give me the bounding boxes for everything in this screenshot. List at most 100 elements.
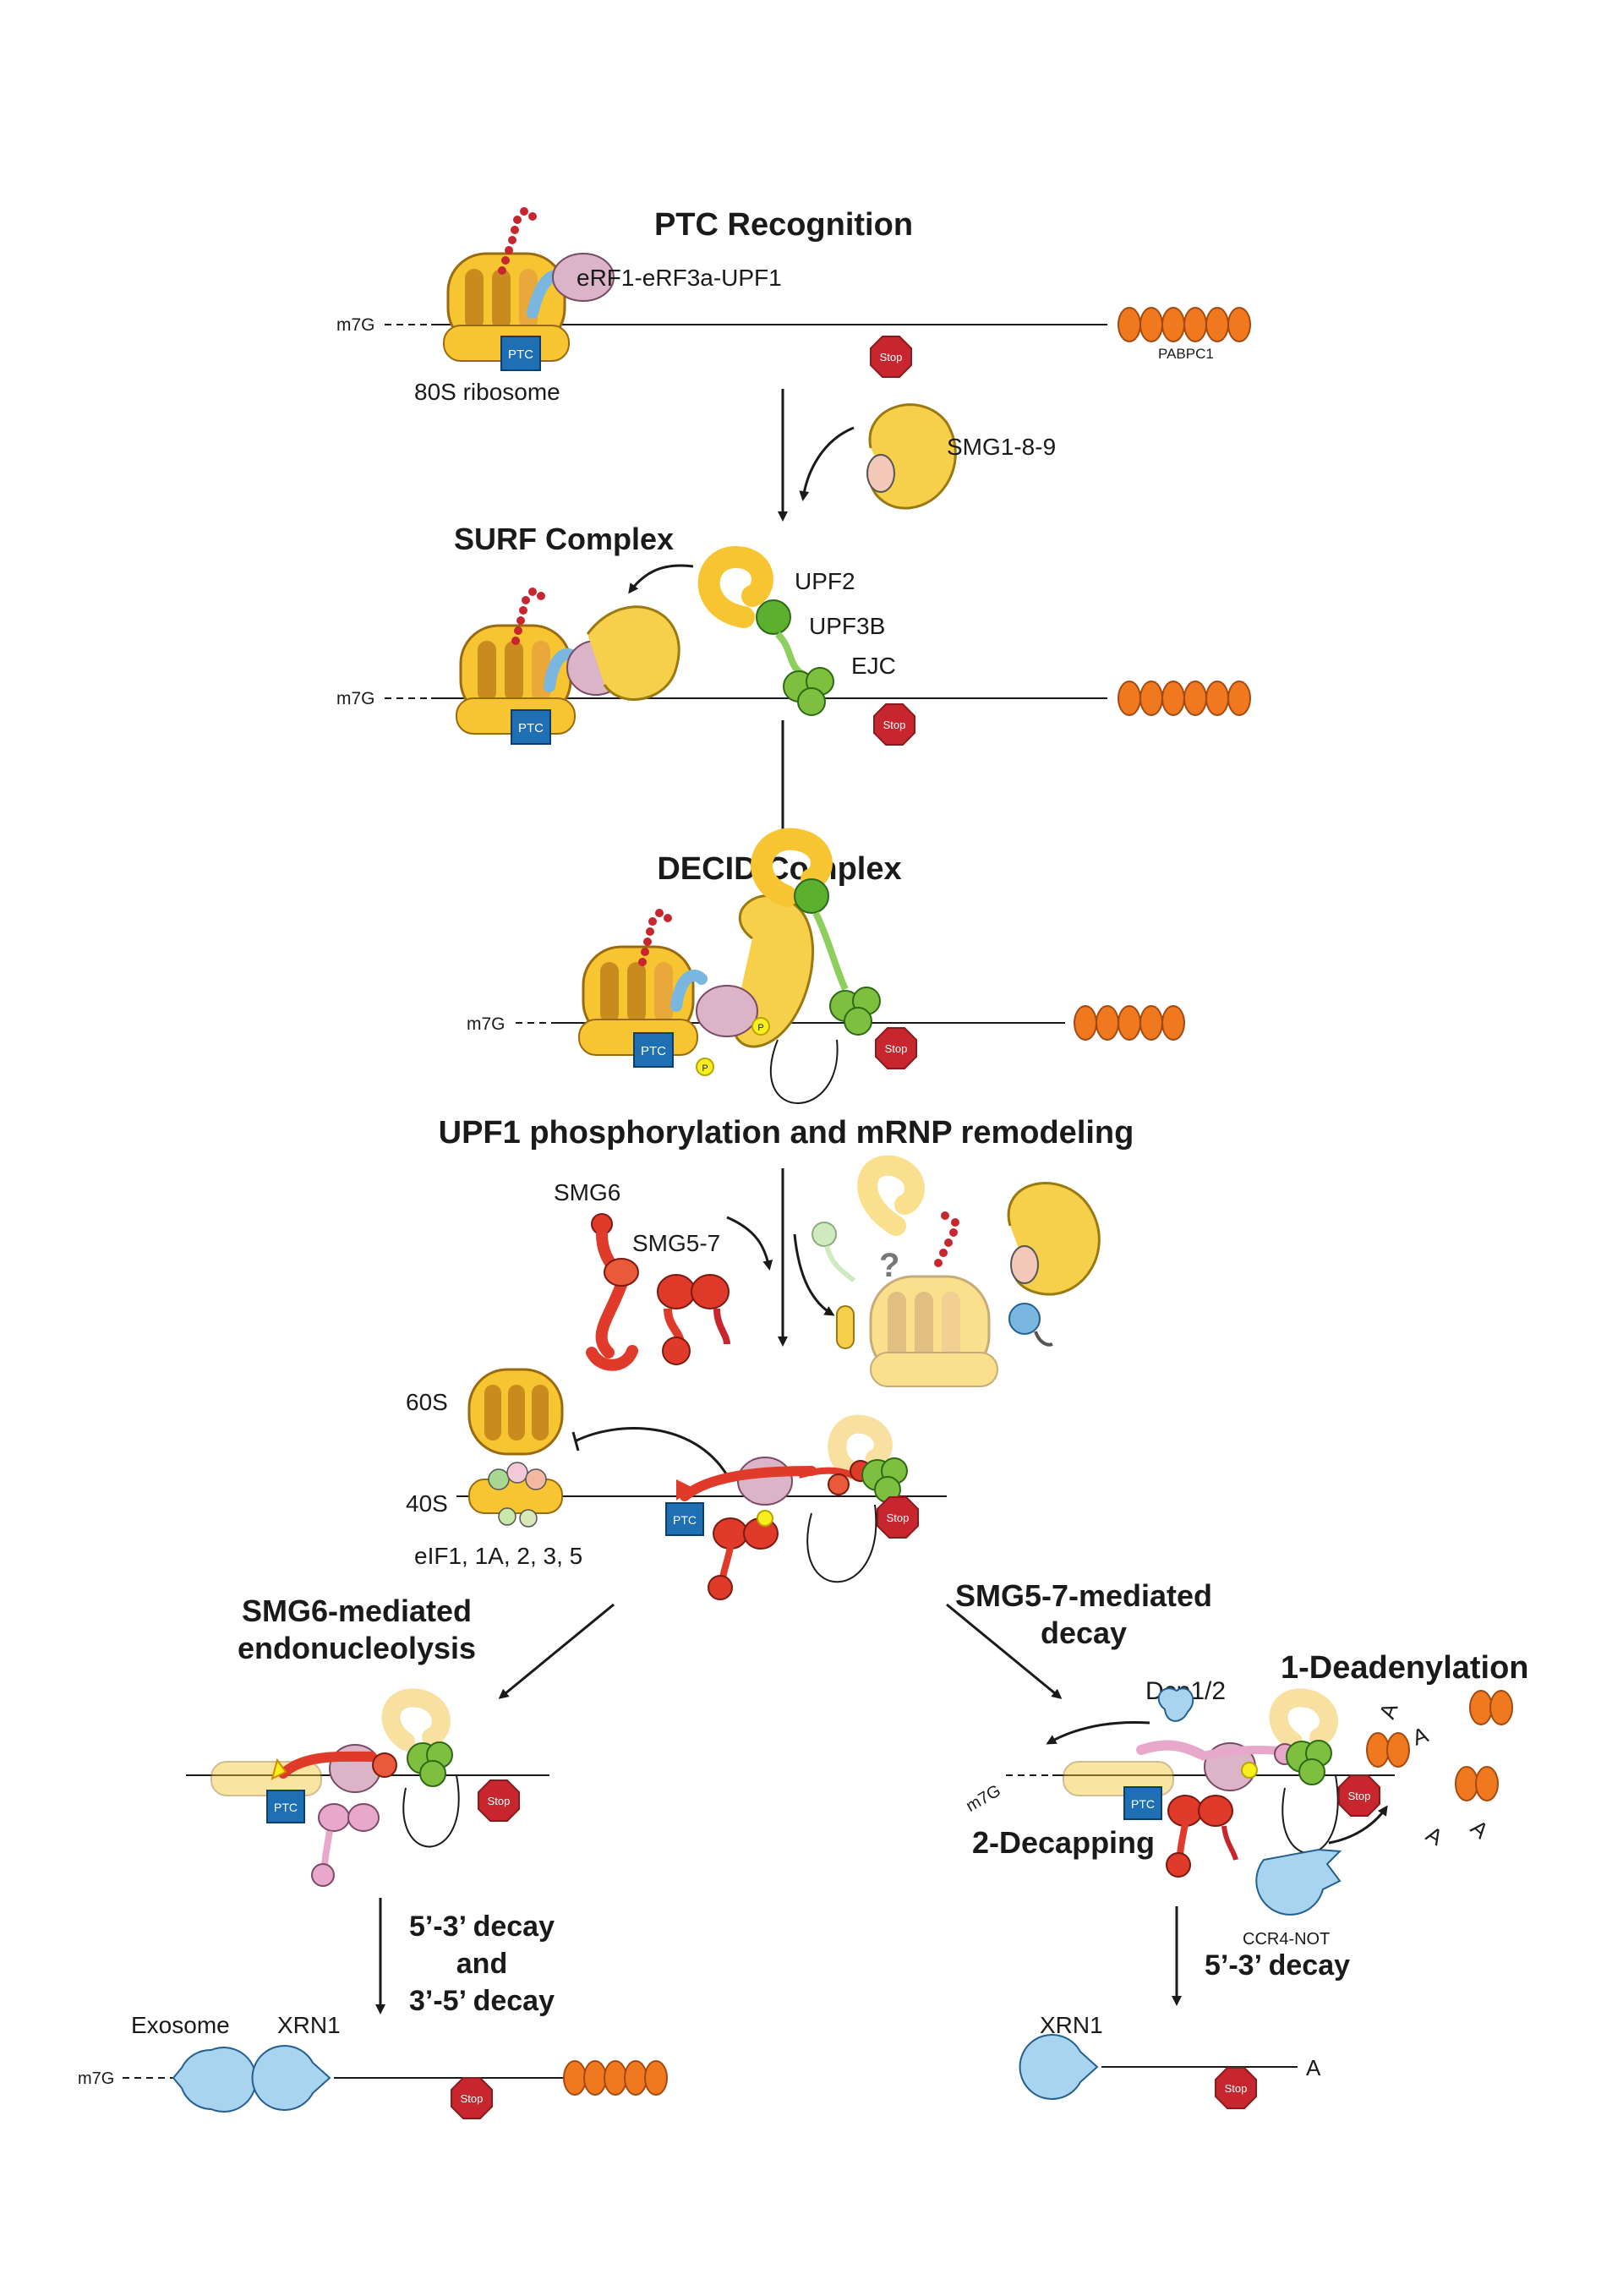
svg-text:PTC: PTC	[518, 721, 544, 735]
remodel-title: UPF1 phosphorylation and mRNP remodeling	[439, 1115, 1134, 1151]
stop-sign-1: Stop	[870, 336, 912, 378]
smg57-branch-title-2: decay	[1041, 1615, 1127, 1650]
smg6-label: SMG6	[554, 1179, 620, 1205]
label-60s: 60S	[406, 1389, 448, 1415]
xrn1-shape-right	[1019, 2034, 1099, 2100]
stop-sign-8: Stop	[1215, 2067, 1257, 2109]
upf1-shape	[552, 253, 615, 302]
surf-title: SURF Complex	[454, 522, 674, 556]
stop-sign-4: Stop	[877, 1496, 919, 1539]
branch-smg57: SMG5-7-mediated decay Dcp1/2 1-Deadenyla…	[946, 1578, 1529, 2109]
xrn1-label-right: XRN1	[1040, 2012, 1103, 2038]
nascent-peptide-3	[638, 909, 672, 966]
arrow-left-branch	[498, 1603, 615, 1699]
released-smg1	[1007, 1182, 1101, 1296]
a-label-3: A	[1422, 1821, 1448, 1850]
smg57-branch-title-1: SMG5-7-mediated	[955, 1578, 1212, 1613]
smg189-shape	[866, 403, 957, 510]
release-complex-label: eRF1-eRF3a-UPF1	[577, 265, 782, 291]
svg-text:Stop: Stop	[883, 719, 906, 731]
ejc-decid	[829, 987, 881, 1036]
svg-text:PTC: PTC	[673, 1513, 697, 1527]
cap-label: m7G	[336, 315, 375, 335]
stage-ptc-recognition: PTC Recognition m7G PTC eRF1-eRF3a-UPF1 …	[336, 207, 1251, 405]
arrow-upf2	[628, 564, 694, 594]
upf3b-label: UPF3B	[809, 613, 885, 639]
a-label-1: A	[1374, 1699, 1402, 1722]
cap-label-5: m7G	[78, 2069, 114, 2088]
ejc-shape	[783, 667, 834, 716]
stop-sign-3: Stop	[875, 1027, 917, 1069]
ptc-box	[500, 336, 541, 371]
upf3b-shape	[756, 599, 791, 635]
stop-sign-5: Stop	[478, 1779, 520, 1822]
mrna-loop-decid	[769, 1039, 839, 1104]
smg189-label: SMG1-8-9	[947, 434, 1056, 460]
branch-smg6: SMG6-mediated endonucleolysis PTC Stop	[78, 1594, 668, 2119]
smg1-shape-surf	[586, 605, 680, 701]
stop-sign-7: Stop	[1338, 1774, 1380, 1817]
svg-text:PTC: PTC	[1131, 1797, 1155, 1811]
phospho-1	[751, 1017, 770, 1036]
nascent-peptide-2	[511, 588, 545, 645]
pabpc1-label: PABPC1	[1158, 346, 1214, 362]
smg6-shape	[586, 1213, 639, 1371]
upf2-decid	[751, 828, 833, 907]
inhibit-arrow	[574, 1427, 729, 1476]
arrow-right-branch	[946, 1603, 1063, 1699]
stage-surf: SURF Complex m7G PTC UPF2 UPF3B	[336, 522, 1251, 746]
smg57-decay: 5’-3’ decay	[1205, 1949, 1350, 1982]
arrow-deadenylation	[1328, 1805, 1388, 1845]
upf1-decid	[696, 985, 758, 1037]
ccr4-label: CCR4-NOT	[1243, 1930, 1330, 1949]
released-factors	[812, 1155, 998, 1387]
released-peptide	[934, 1211, 959, 1267]
svg-text:PTC: PTC	[641, 1044, 666, 1058]
ptc-box-3	[633, 1032, 674, 1068]
cap-label-2: m7G	[336, 689, 375, 708]
stage-remodel: UPF1 phosphorylation and mRNP remodeling…	[406, 1115, 1134, 1600]
subunit-40s	[468, 1462, 563, 1528]
cap-label-6: m7G	[963, 1781, 1004, 1816]
label-40s: 40S	[406, 1490, 448, 1517]
erf3-fragment	[836, 1305, 855, 1349]
svg-text:Stop: Stop	[885, 1042, 908, 1055]
smg6-decay-2: and	[456, 1948, 507, 1980]
poly-a-tail-1	[1118, 307, 1251, 342]
xrn1-label-left: XRN1	[277, 2012, 341, 2038]
question-mark: ?	[879, 1247, 899, 1284]
svg-text:Stop: Stop	[1348, 1790, 1371, 1802]
poly-a-tail-3	[1074, 1005, 1185, 1041]
ptc-box-6	[1123, 1786, 1162, 1820]
stop-sign-6: Stop	[451, 2077, 493, 2119]
arrow-decap	[1046, 1721, 1150, 1745]
ejc-label: EJC	[851, 653, 896, 679]
smg6-decay-1: 5’-3’ decay	[409, 1911, 555, 1943]
upf2-shape	[697, 546, 773, 628]
ptc-box-5	[266, 1790, 305, 1823]
smg6-decay-3: 3’-5’ decay	[409, 1985, 555, 2017]
ptc-box-4	[665, 1502, 704, 1536]
released-erf	[1008, 1303, 1053, 1347]
exosome-label: Exosome	[131, 2012, 230, 2038]
cleaved-complex-smg6	[210, 1688, 460, 1887]
ptc-recognition-title: PTC Recognition	[654, 207, 913, 243]
smg57-shape	[657, 1274, 730, 1365]
ribosome-label: 80S ribosome	[414, 379, 560, 405]
smg6-branch-title-1: SMG6-mediated	[242, 1594, 472, 1628]
svg-text:Stop: Stop	[461, 2092, 484, 2105]
a-label-5: A	[1306, 2055, 1321, 2080]
post-remodel-complex	[676, 1414, 908, 1600]
ccr4-not-shape	[1255, 1848, 1342, 1916]
svg-text:PTC: PTC	[274, 1801, 298, 1814]
stage-decid: DECID Complex m7G P P PT	[467, 828, 1185, 1104]
phospho-2	[696, 1058, 714, 1076]
svg-text:Stop: Stop	[488, 1795, 511, 1807]
exosome-shape	[172, 2047, 257, 2113]
xrn1-shape-left	[251, 2045, 331, 2111]
a-label-4: A	[1466, 1815, 1494, 1845]
eif-label: eIF1, 1A, 2, 3, 5	[414, 1543, 582, 1569]
svg-text:Stop: Stop	[880, 351, 903, 364]
nascent-peptide	[498, 207, 537, 275]
